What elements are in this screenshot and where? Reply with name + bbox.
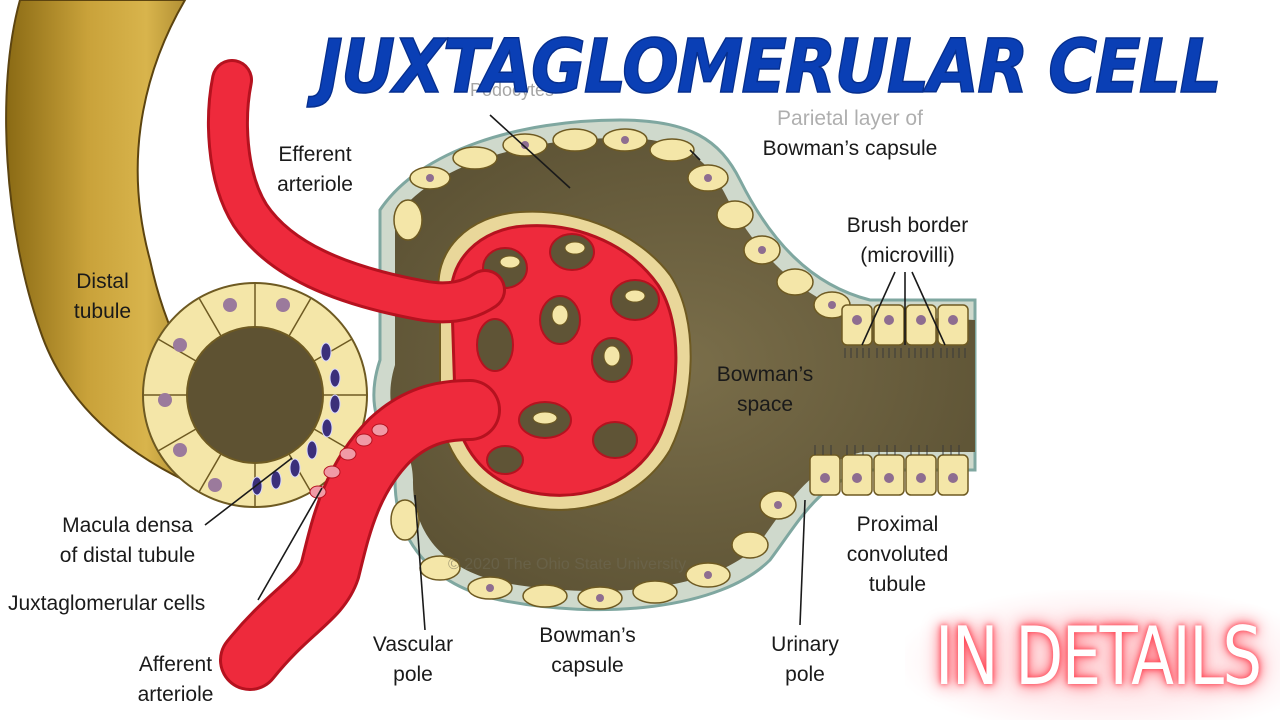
brush-border-microvilli <box>814 348 966 455</box>
badge-glow-background <box>905 590 1280 720</box>
label-brush-border-line1: Brush border <box>846 214 969 237</box>
distal-tubule-section <box>142 282 368 508</box>
label-proximal-tubule-line2: convoluted <box>846 543 949 566</box>
label-macula-densa: Macula densa of distal tubule <box>35 511 220 571</box>
label-brush-border-line2: (microvilli) <box>860 244 955 267</box>
label-bowmans-capsule: Bowman’s capsule <box>530 621 645 681</box>
label-bowmans-capsule-line1: Bowman’s <box>539 624 636 647</box>
label-distal-tubule-line2: tubule <box>73 300 132 323</box>
label-vascular-pole-line1: Vascular <box>372 633 454 656</box>
label-proximal-tubule-line1: Proximal <box>856 513 939 536</box>
parietal-cells <box>390 128 851 610</box>
label-efferent-arteriole-line1: Efferent <box>278 143 352 166</box>
label-juxtaglomerular-cells: Juxtaglomerular cells <box>8 589 258 619</box>
label-parietal-layer: Parietal layer of Bowman’s capsule <box>725 104 975 164</box>
leader-lines <box>204 114 946 631</box>
label-distal-tubule: Distal tubule <box>55 267 150 327</box>
label-urinary-pole: Urinary pole <box>750 630 860 690</box>
glomerulus-capillaries <box>437 210 692 511</box>
label-afferent-arteriole-line2: arteriole <box>137 683 214 706</box>
label-urinary-pole-line2: pole <box>785 663 825 686</box>
label-efferent-arteriole-line2: arteriole <box>277 173 353 196</box>
thumbnail-title: JUXTAGLOMERULAR CELL <box>317 23 1222 111</box>
label-afferent-arteriole: Afferent arteriole <box>118 650 233 710</box>
juxtaglomerular-cells <box>309 423 389 499</box>
label-podocytes: Podocytes <box>470 80 555 100</box>
macula-densa-cells <box>251 342 341 496</box>
in-details-badge: IN DETAILS <box>935 610 1262 703</box>
proximal-nuclei <box>820 315 958 483</box>
label-brush-border: Brush border (microvilli) <box>825 211 990 271</box>
label-afferent-arteriole-line1: Afferent <box>138 653 213 676</box>
label-parietal-layer-line1: Parietal layer of <box>777 107 923 130</box>
label-macula-densa-line1: Macula densa <box>62 514 193 537</box>
copyright-watermark: © 2020 The Ohio State University <box>448 556 687 573</box>
label-vascular-pole: Vascular pole <box>358 630 468 690</box>
label-urinary-pole-line1: Urinary <box>771 633 839 656</box>
label-proximal-tubule: Proximal convoluted tubule <box>825 510 970 600</box>
label-bowmans-capsule-line2: capsule <box>551 654 624 677</box>
parietal-nuclei <box>426 136 836 602</box>
label-bowmans-space-line2: space <box>736 393 794 416</box>
label-bowmans-space-line1: Bowman’s <box>716 363 814 386</box>
label-macula-densa-line2: of distal tubule <box>59 544 196 567</box>
label-distal-tubule-line1: Distal <box>76 270 129 293</box>
label-efferent-arteriole: Efferent arteriole <box>255 140 375 200</box>
label-bowmans-space: Bowman’s space <box>710 360 820 420</box>
label-juxtaglomerular-cells-line1: Juxtaglomerular cells <box>8 592 206 615</box>
label-parietal-layer-line2: Bowman’s capsule <box>762 137 938 160</box>
label-vascular-pole-line2: pole <box>393 663 433 686</box>
